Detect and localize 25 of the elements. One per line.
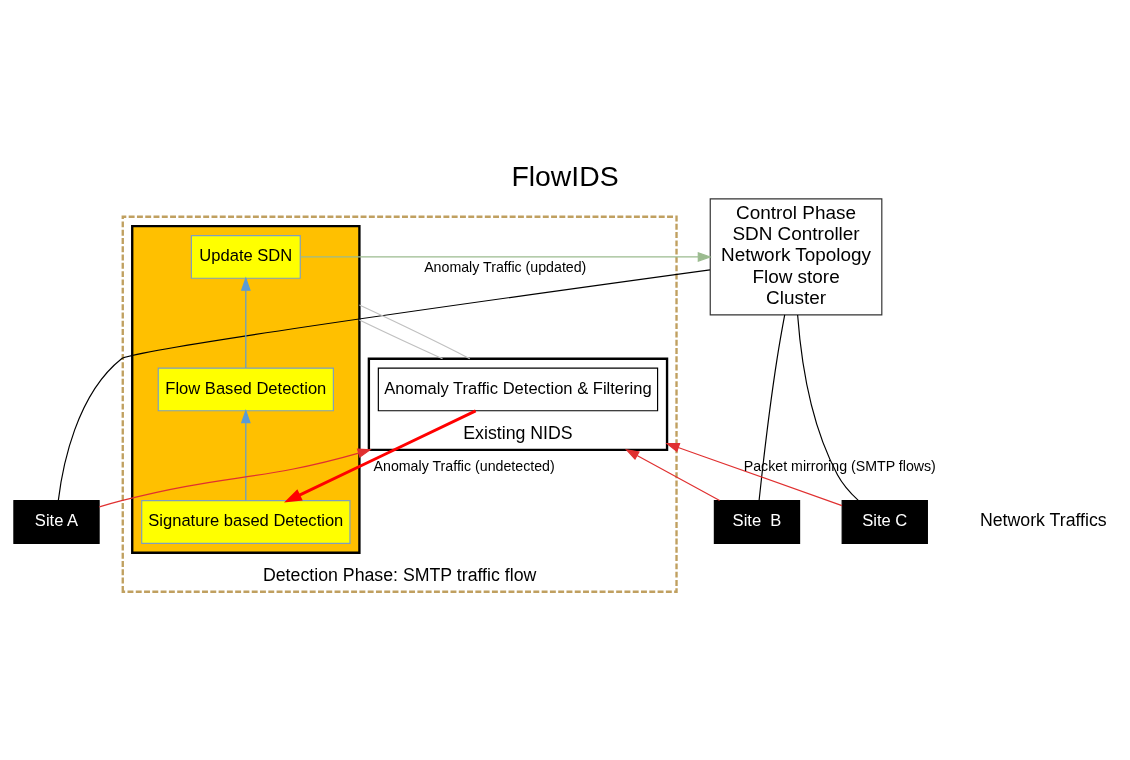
- arrow: [240, 409, 251, 502]
- connector: [358, 304, 471, 360]
- arrow: [300, 251, 712, 262]
- node-box: Site C: [841, 500, 928, 544]
- connector: [57, 269, 711, 502]
- edge-label: Anomaly Traffic (undetected): [373, 457, 555, 474]
- node-box: Site A: [13, 500, 100, 544]
- connector: [758, 314, 786, 501]
- arrow: [240, 276, 251, 369]
- edge-label: Anomaly Traffic (updated): [424, 258, 587, 275]
- arrow: [665, 442, 843, 507]
- node-box: Flow Based Detection: [157, 367, 334, 412]
- diagram-title: FlowIDS: [511, 160, 619, 193]
- connector: [358, 319, 444, 360]
- connector: [797, 314, 860, 502]
- node-box: Signature based Detection: [141, 500, 351, 544]
- arrow: [98, 448, 372, 508]
- label: Network Traffics: [979, 510, 1107, 531]
- cluster: [131, 225, 361, 554]
- node-box: Update SDN: [190, 235, 301, 279]
- arrow: [625, 448, 721, 502]
- node-box: Control Phase SDN Controller Network Topology Flow store Cluster: [709, 198, 883, 316]
- arrow: [284, 409, 477, 503]
- node-box: Site B: [713, 500, 801, 544]
- node-box: Anomaly Traffic Detection & Filtering: [377, 367, 659, 412]
